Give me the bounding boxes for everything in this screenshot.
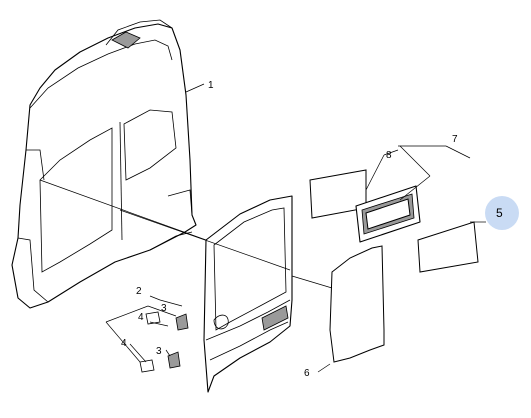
hinge-fixings[interactable] — [139, 311, 189, 373]
callout-4b[interactable]: 4 — [121, 338, 127, 349]
selected-callout-highlight — [485, 196, 519, 230]
part-1-cab-side-frame[interactable] — [11, 19, 197, 309]
callout-4a[interactable]: 4 — [138, 312, 144, 323]
callout-7[interactable]: 7 — [452, 134, 458, 145]
callout-8[interactable]: 8 — [386, 150, 392, 161]
callout-6[interactable]: 6 — [304, 368, 310, 379]
door-panel[interactable] — [203, 195, 293, 393]
callout-5[interactable]: 5 — [496, 206, 503, 220]
callout-3a[interactable]: 3 — [161, 303, 167, 314]
part-6-door-glass[interactable] — [329, 245, 385, 363]
part-7-window-frame[interactable] — [355, 185, 421, 243]
callout-3b[interactable]: 3 — [156, 346, 162, 357]
callout-2[interactable]: 2 — [136, 286, 142, 297]
callout-labels: 1 2 3 3 4 4 5 6 7 8 — [121, 80, 503, 379]
part-5-glass-strip[interactable] — [417, 221, 479, 273]
leader-lines — [39, 83, 486, 373]
callout-1[interactable]: 1 — [208, 80, 214, 91]
